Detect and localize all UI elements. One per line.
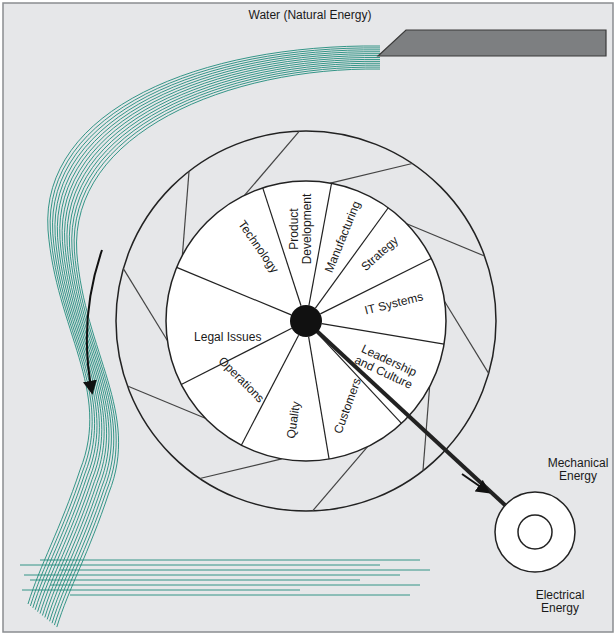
paddle — [445, 302, 489, 374]
sector-label: Manufacturing — [323, 199, 364, 274]
sector-label: Quality — [285, 401, 303, 440]
wheel-axle — [290, 305, 322, 337]
paddle — [200, 459, 282, 479]
wheel-hub-disc — [166, 181, 446, 461]
generator-core — [518, 515, 552, 549]
sector-label: Product Development — [288, 192, 314, 266]
water-line — [70, 595, 410, 596]
paddle — [330, 163, 412, 183]
water-line — [60, 570, 430, 571]
water-line — [20, 565, 380, 566]
sector-label: Legal Issues — [194, 331, 261, 344]
energy-label: Electrical Energy — [515, 589, 605, 615]
flume — [378, 30, 606, 56]
sector-line — [322, 324, 444, 344]
flow-arrow — [87, 250, 102, 392]
sector-line — [177, 267, 292, 314]
frame-ground — [3, 3, 613, 632]
sector-lines — [177, 183, 444, 459]
sector-line — [309, 337, 329, 459]
sector-label: Technology — [235, 219, 281, 276]
sector-label: Customers — [332, 377, 364, 436]
generator — [495, 492, 575, 572]
water-line — [22, 590, 300, 591]
water-line — [40, 560, 420, 561]
sector-label: IT Systems — [364, 290, 425, 317]
water-label: Water (Natural Energy) — [249, 9, 372, 22]
sector-label: Operations — [215, 354, 266, 405]
tail-water — [20, 560, 430, 595]
water-line — [50, 585, 420, 586]
drive-shaft — [306, 321, 506, 506]
water-line — [24, 575, 400, 576]
wheel-rim — [116, 131, 496, 511]
energy-arrow — [462, 474, 488, 492]
energy-label: Mechanical Energy — [546, 457, 610, 483]
paddle — [182, 171, 189, 255]
water-line — [30, 580, 360, 581]
sector-label: Strategy — [359, 234, 401, 274]
paddle — [123, 269, 167, 341]
wheel-paddles — [123, 131, 488, 511]
